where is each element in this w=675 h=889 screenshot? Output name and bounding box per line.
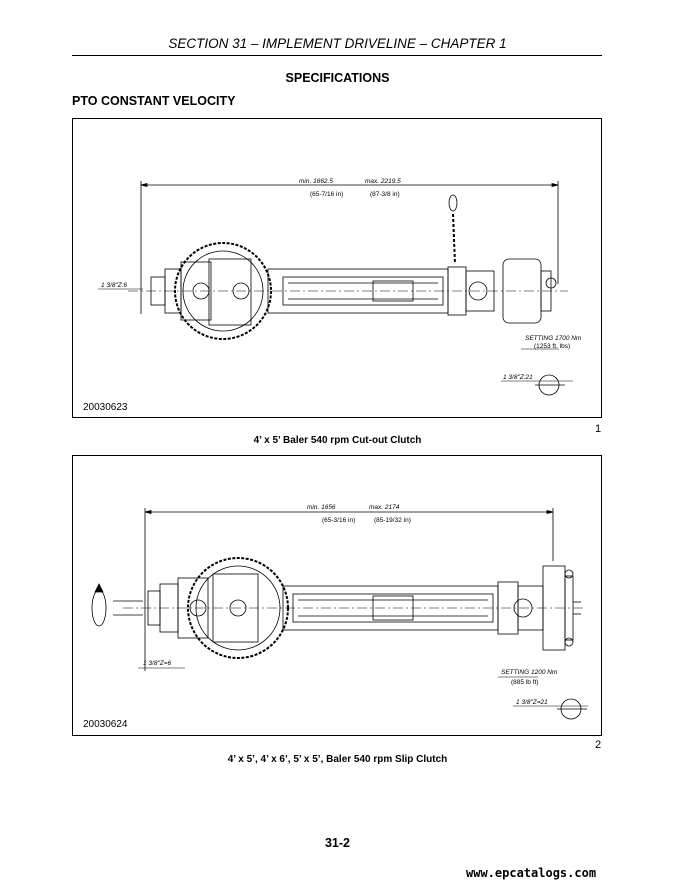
dim-min-inch-label: (65-3/16 in) bbox=[322, 517, 355, 524]
dim-max-label: max. 2219.5 bbox=[365, 178, 401, 185]
right-spline-label: 1 3/8"Z:21 bbox=[503, 374, 533, 381]
clutch-setting-label: SETTING 1200 Nm bbox=[501, 669, 558, 676]
figure-cut-out-clutch: min. 1662.5 max. 2219.5 (65-7/16 in) (87… bbox=[72, 118, 602, 418]
specifications-title: SPECIFICATIONS bbox=[285, 71, 390, 85]
left-spline-label: 1 3/8"Z:6 bbox=[101, 282, 128, 289]
clutch-setting-imperial-label: (1253 ft. lbs) bbox=[534, 343, 570, 350]
driveline-drawing-2: min. 1656 max. 2174 (65-3/16 in) (85-19/… bbox=[91, 504, 588, 720]
dim-min-label: min. 1656 bbox=[307, 504, 336, 511]
dim-min-inch-label: (65-7/16 in) bbox=[310, 191, 343, 198]
figure-caption: 4’ x 5’ Baler 540 rpm Cut-out Clutch bbox=[253, 435, 422, 446]
driveline-drawing-1: min. 1662.5 max. 2219.5 (65-7/16 in) (87… bbox=[98, 178, 582, 396]
page-number: 31-2 bbox=[324, 836, 351, 850]
section-title: PTO CONSTANT VELOCITY bbox=[72, 94, 236, 108]
figure-code: 20030624 bbox=[83, 719, 128, 730]
left-spline-label: 1 3/8"Z=6 bbox=[143, 660, 172, 667]
figure-code: 20030623 bbox=[83, 402, 128, 413]
dim-max-label: max. 2174 bbox=[369, 504, 400, 511]
figure-caption: 4’ x 5’, 4’ x 6’, 5’ x 5’, Baler 540 rpm… bbox=[227, 754, 448, 765]
watermark: www.epcatalogs.com bbox=[466, 866, 597, 880]
dim-min-label: min. 1662.5 bbox=[299, 178, 333, 185]
dim-max-inch-label: (85-19/32 in) bbox=[374, 517, 411, 524]
right-spline-label: 1 3/8"Z=21 bbox=[516, 699, 548, 706]
dim-max-inch-label: (87-3/8 in) bbox=[370, 191, 400, 198]
clutch-setting-label: SETTING 1700 Nm bbox=[525, 335, 582, 342]
clutch-setting-imperial-label: (885 lb ft) bbox=[511, 679, 538, 686]
header-rule bbox=[72, 55, 602, 56]
figure-index: 2 bbox=[595, 739, 602, 751]
figure-slip-clutch: min. 1656 max. 2174 (65-3/16 in) (85-19/… bbox=[72, 455, 602, 736]
page-header: SECTION 31 – IMPLEMENT DRIVELINE – CHAPT… bbox=[168, 36, 507, 51]
figure-index: 1 bbox=[595, 423, 602, 435]
